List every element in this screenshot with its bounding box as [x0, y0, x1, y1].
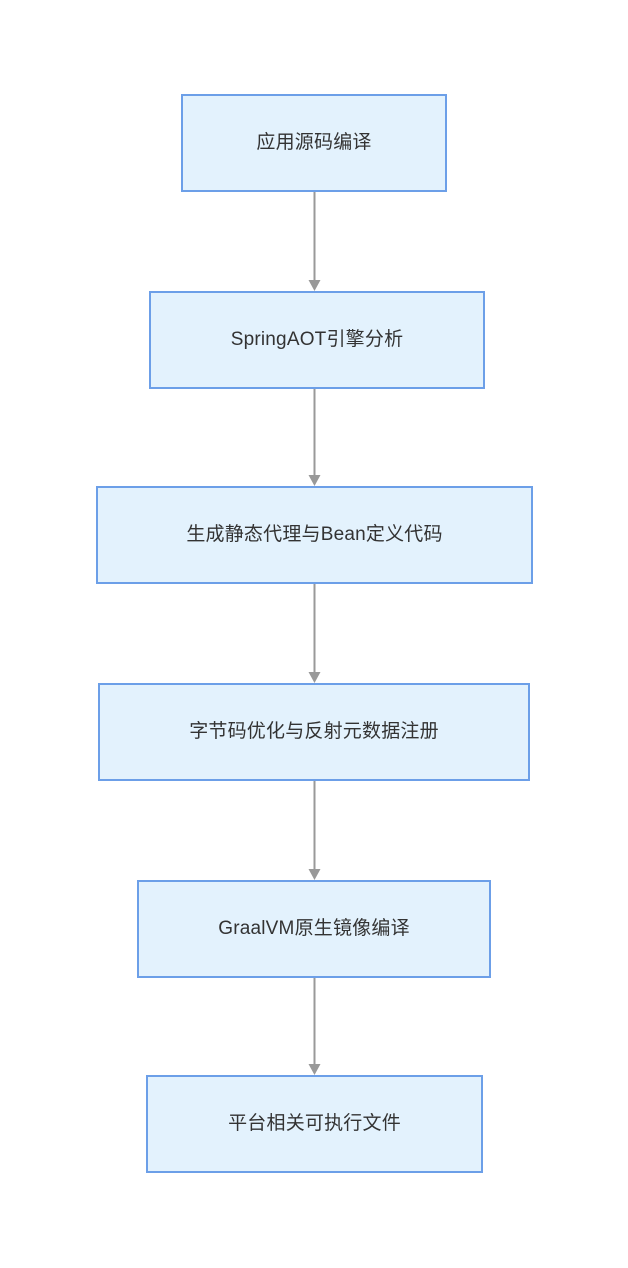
- arrow-icon: [308, 584, 321, 683]
- arrow-icon: [308, 781, 321, 880]
- edge-n2-to-n3: [308, 389, 321, 486]
- arrow-icon: [308, 978, 321, 1075]
- edge-n4-to-n5: [308, 781, 321, 880]
- edge-n1-to-n2: [308, 192, 321, 291]
- flow-node-bytecode-optimize-reflection-metadata[interactable]: 字节码优化与反射元数据注册: [98, 683, 530, 781]
- flow-node-source-compile[interactable]: 应用源码编译: [181, 94, 447, 192]
- flow-node-label: 应用源码编译: [256, 131, 372, 153]
- flow-node-label: 生成静态代理与Bean定义代码: [186, 523, 443, 545]
- flow-node-platform-executable[interactable]: 平台相关可执行文件: [146, 1075, 483, 1173]
- flow-node-graalvm-native-image-compile[interactable]: GraalVM原生镜像编译: [137, 880, 491, 978]
- arrow-icon: [308, 389, 321, 486]
- arrow-icon: [308, 192, 321, 291]
- edge-n3-to-n4: [308, 584, 321, 683]
- flow-node-label: SpringAOT引擎分析: [230, 328, 404, 350]
- flow-node-spring-aot-analysis[interactable]: SpringAOT引擎分析: [149, 291, 485, 389]
- edge-n5-to-n6: [308, 978, 321, 1075]
- flow-node-static-proxy-bean-definition[interactable]: 生成静态代理与Bean定义代码: [96, 486, 533, 584]
- flow-node-label: 字节码优化与反射元数据注册: [189, 720, 439, 742]
- flow-node-label: GraalVM原生镜像编译: [218, 917, 410, 939]
- flow-node-label: 平台相关可执行文件: [228, 1112, 401, 1134]
